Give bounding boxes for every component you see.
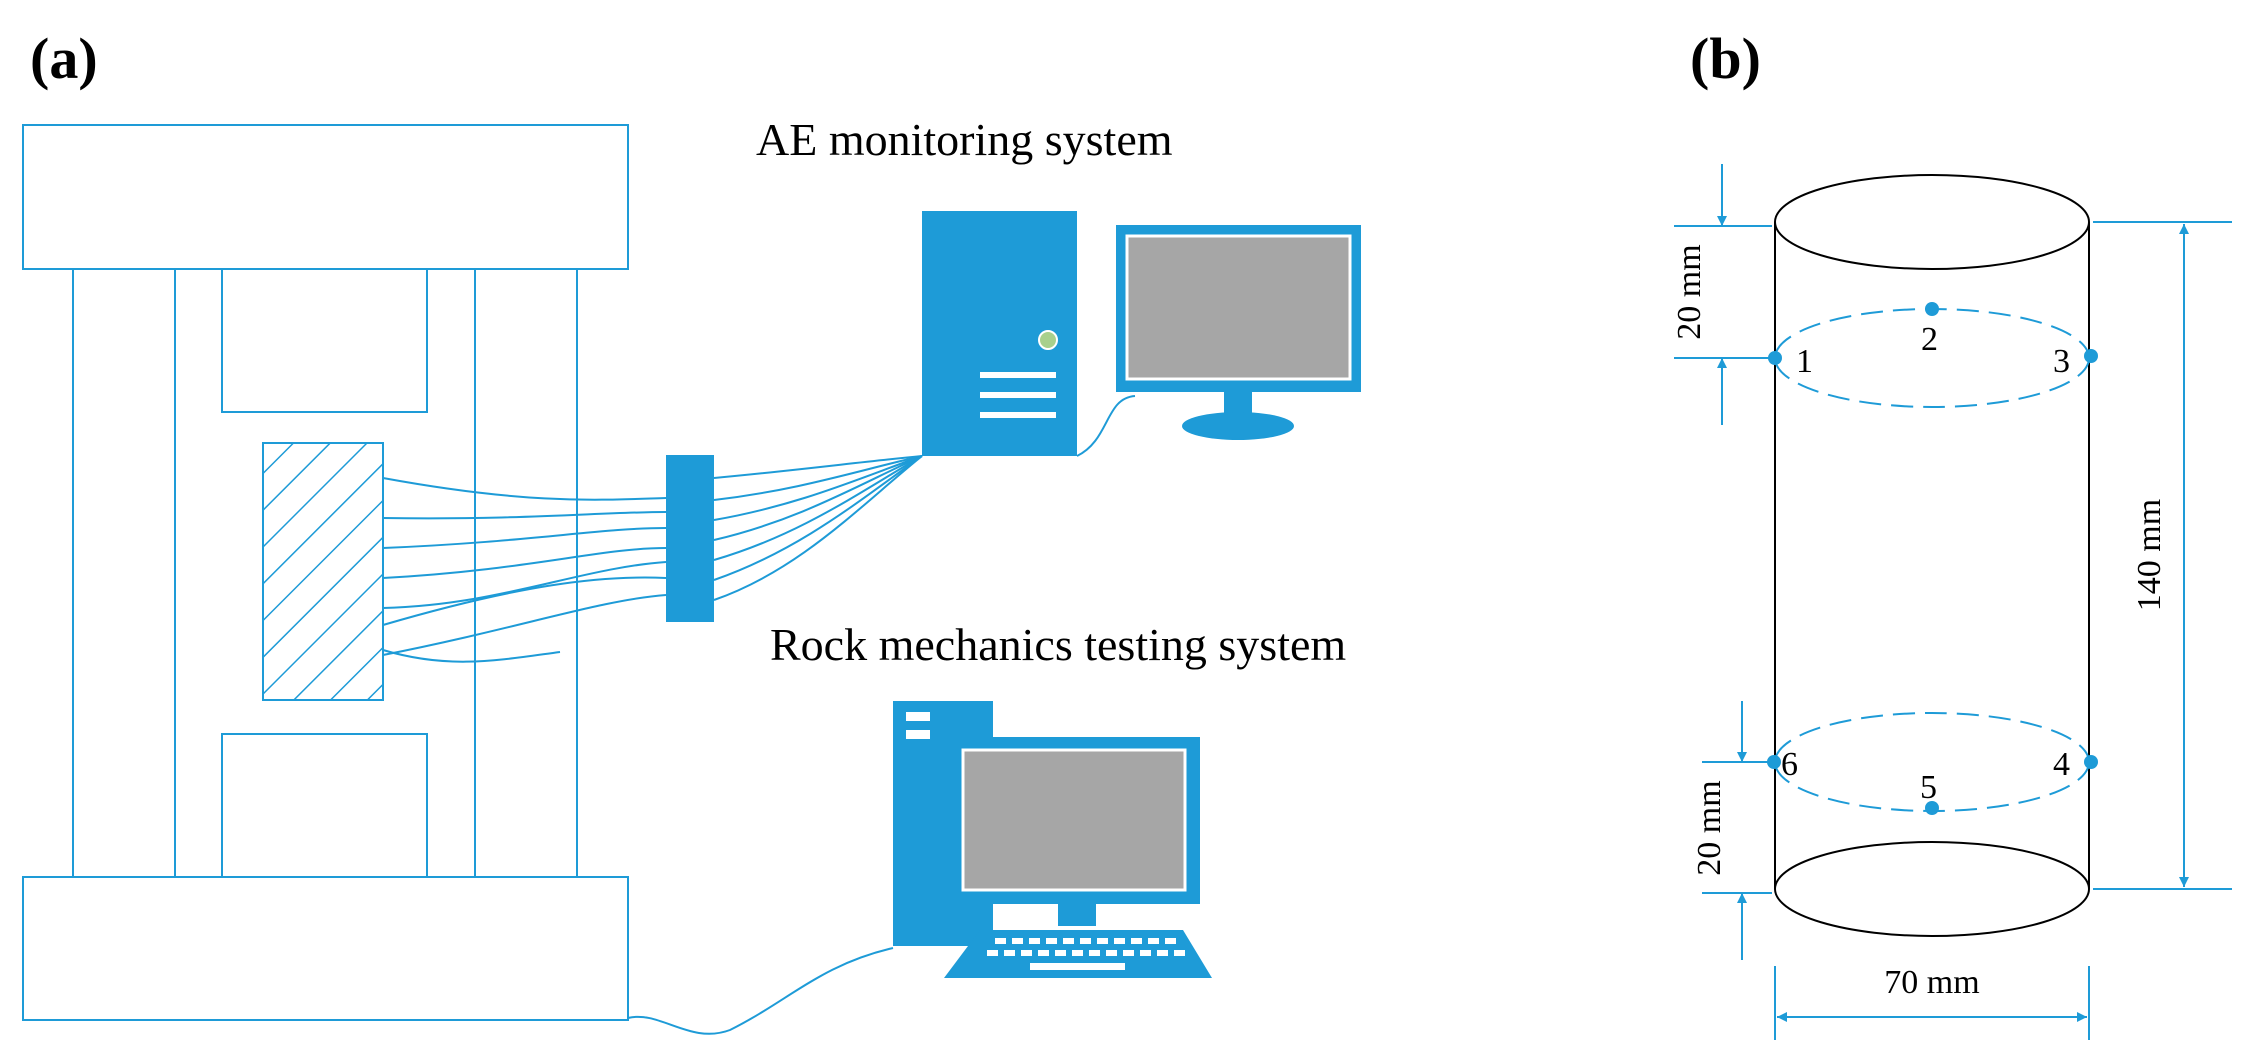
dim-bottom-offset-label: 20 mm: [1691, 780, 1728, 875]
rock-computer: [893, 701, 1212, 978]
dim-diameter: [1774, 966, 2090, 1040]
sensor-label-5: 5: [1920, 769, 1937, 806]
rock-system-label: Rock mechanics testing system: [770, 619, 1346, 670]
sensor-3: [2084, 349, 2098, 363]
sensor-5: [1925, 801, 1939, 815]
ae-cables: [713, 455, 923, 601]
signal-amplifier: [666, 455, 714, 622]
sensor-cables: [382, 477, 667, 663]
drive-slot: [980, 412, 1056, 418]
lower-platen: [221, 733, 428, 878]
ae-system-label: AE monitoring system: [756, 114, 1173, 165]
drive-slot: [906, 730, 930, 739]
upper-platen: [221, 268, 428, 413]
sensor-1: [1768, 351, 1782, 365]
panel-a-label: (a): [30, 26, 98, 91]
frame-bottom-beam: [22, 876, 629, 1021]
drive-slot: [980, 372, 1056, 378]
sensor-label-4: 4: [2053, 746, 2070, 783]
sensor-label-3: 3: [2053, 343, 2070, 380]
sensor-label-2: 2: [1921, 321, 1938, 358]
testing-machine-cable: [627, 947, 894, 1035]
dim-height-label: 140 mm: [2131, 499, 2168, 611]
frame-top-beam: [22, 124, 629, 270]
dim-height: [2093, 221, 2232, 890]
drive-slot: [906, 712, 930, 721]
sensor-6: [1767, 755, 1781, 769]
sensor-label-1: 1: [1796, 343, 1813, 380]
sensor-2: [1925, 302, 1939, 316]
dim-diameter-label: 70 mm: [1884, 964, 1979, 1001]
dim-bottom-offset: [1702, 701, 1772, 960]
rock-monitor-neck: [1058, 904, 1096, 926]
ae-monitor-base: [1182, 412, 1294, 440]
cylinder-specimen: [1774, 174, 2090, 937]
keyboard-keys: [987, 938, 1185, 970]
cylinder-bottom: [1774, 841, 2090, 937]
drive-slot: [980, 392, 1056, 398]
sensor-label-6: 6: [1781, 746, 1798, 783]
ae-computer: [922, 211, 1361, 457]
rock-specimen: [262, 442, 384, 701]
ae-monitor-screen: [1125, 234, 1352, 381]
cylinder-top: [1774, 174, 2090, 270]
sensor-4: [2084, 755, 2098, 769]
sensor-points: [1767, 302, 2098, 815]
loading-frame: [22, 124, 629, 1021]
power-indicator-icon: [1038, 330, 1058, 350]
dim-top-offset: [1674, 164, 1772, 425]
rock-monitor-screen: [961, 748, 1187, 892]
panel-b-label: (b): [1690, 26, 1761, 91]
dim-top-offset-label: 20 mm: [1671, 244, 1708, 339]
